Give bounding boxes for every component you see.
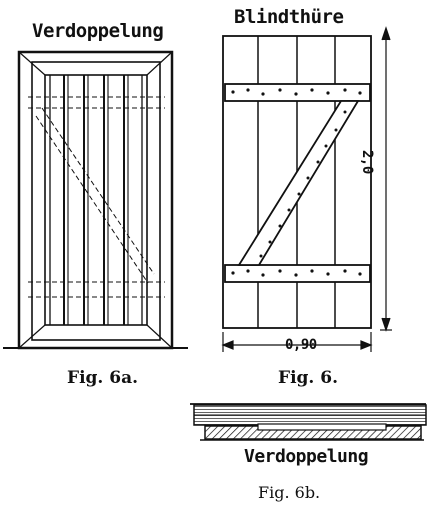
fig6b-section-drawing — [190, 403, 427, 441]
fig6b-caption: Fig. 6b. — [258, 483, 321, 502]
fig6-title: Blindthüre — [234, 6, 344, 28]
fig6-door-drawing — [221, 26, 392, 352]
fig6-caption: Fig. 6. — [278, 368, 338, 388]
fig6a-door-drawing — [3, 50, 188, 350]
fig6a-caption: Fig. 6a. — [67, 368, 139, 388]
fig6b-title: Verdoppelung — [244, 446, 369, 467]
fig6a-title: Verdoppelung — [32, 20, 164, 42]
